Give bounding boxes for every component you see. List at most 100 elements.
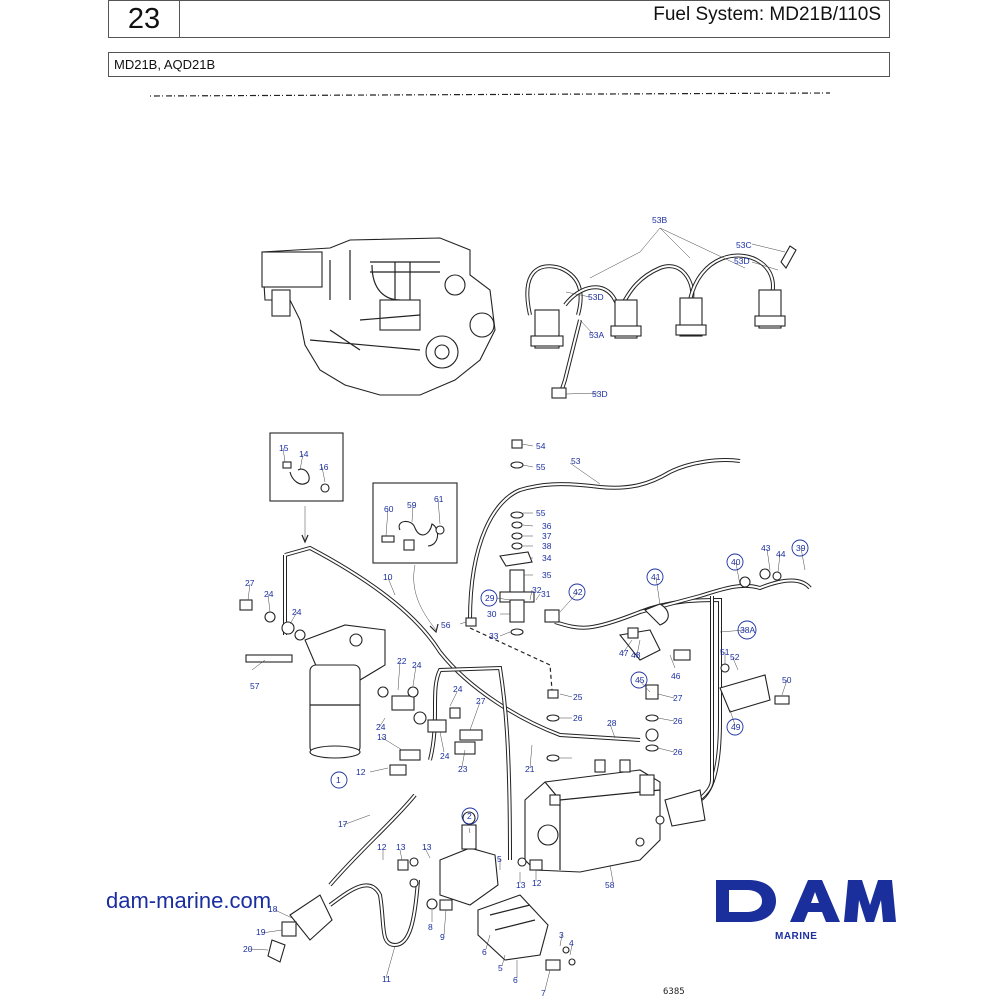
callout-15: 15 bbox=[279, 443, 289, 453]
callout-53d: 53D bbox=[588, 292, 604, 302]
drawing-code: 6385 bbox=[663, 987, 685, 997]
callout-58: 58 bbox=[605, 880, 615, 890]
callout-53d: 53D bbox=[592, 389, 608, 399]
callout-25: 25 bbox=[573, 692, 583, 702]
page-number-box: 23 bbox=[108, 0, 180, 38]
callout-33: 33 bbox=[489, 631, 499, 641]
callout-51: 51 bbox=[720, 647, 730, 657]
callout-53d: 53D bbox=[734, 256, 750, 266]
model-list: MD21B, AQD21B bbox=[114, 57, 216, 72]
callout-38a: 38A bbox=[740, 625, 755, 635]
callout-53b: 53B bbox=[652, 215, 667, 225]
callout-26: 26 bbox=[573, 713, 583, 723]
callout-6: 6 bbox=[513, 975, 518, 985]
callout-circles bbox=[330, 539, 809, 825]
feed-pump-and-primer bbox=[397, 811, 576, 971]
callout-1: 1 bbox=[336, 775, 341, 785]
callout-3: 3 bbox=[559, 930, 564, 940]
callout-24: 24 bbox=[292, 607, 302, 617]
callout-46: 46 bbox=[671, 671, 681, 681]
injection-pump bbox=[524, 684, 661, 873]
callout-29: 29 bbox=[485, 593, 495, 603]
callout-53a: 53A bbox=[589, 330, 604, 340]
callout-55: 55 bbox=[536, 508, 546, 518]
inlet-fitting bbox=[267, 894, 333, 963]
callout-37: 37 bbox=[542, 531, 552, 541]
callout-56: 56 bbox=[441, 620, 451, 630]
callout-18: 18 bbox=[268, 904, 278, 914]
callout-24: 24 bbox=[376, 722, 386, 732]
callout-32: 32 bbox=[532, 585, 542, 595]
callout-23: 23 bbox=[458, 764, 468, 774]
bleed-valve-assembly bbox=[465, 439, 560, 636]
callout-17: 17 bbox=[338, 819, 348, 829]
callout-12: 12 bbox=[532, 878, 542, 888]
callout-60: 60 bbox=[384, 504, 394, 514]
scan-rule bbox=[149, 92, 831, 97]
callout-6: 6 bbox=[482, 947, 487, 957]
unions-and-fittings bbox=[377, 686, 483, 776]
callout-41: 41 bbox=[651, 572, 661, 582]
inset-box-clamp bbox=[269, 432, 344, 502]
callout-19: 19 bbox=[256, 927, 266, 937]
callout-10: 10 bbox=[383, 572, 393, 582]
callout-34: 34 bbox=[542, 553, 552, 563]
fuel-filter bbox=[239, 599, 386, 759]
callout-22: 22 bbox=[397, 656, 407, 666]
callout-57: 57 bbox=[250, 681, 260, 691]
callout-13: 13 bbox=[396, 842, 406, 852]
callout-26: 26 bbox=[673, 716, 683, 726]
callout-39: 39 bbox=[796, 543, 806, 553]
site-link[interactable]: dam-marine.com bbox=[106, 888, 272, 913]
callout-12: 12 bbox=[377, 842, 387, 852]
callout-35: 35 bbox=[542, 570, 552, 580]
inset-bracket-parts bbox=[381, 520, 445, 634]
callout-45: 45 bbox=[635, 675, 645, 685]
callout-47: 47 bbox=[619, 648, 629, 658]
callout-13: 13 bbox=[516, 880, 526, 890]
page-title: Fuel System: MD21B/110S bbox=[653, 4, 881, 25]
callout-11: 11 bbox=[382, 974, 391, 984]
callout-24: 24 bbox=[412, 660, 422, 670]
callout-36: 36 bbox=[542, 521, 552, 531]
callout-labels: 53B 53C 53D 53D 53A 53D 54 55 5 3 55 36 3… bbox=[243, 215, 806, 998]
callout-16: 16 bbox=[319, 462, 329, 472]
callout-27: 27 bbox=[673, 693, 683, 703]
callout-52: 52 bbox=[730, 652, 740, 662]
callout-2: 2 bbox=[467, 811, 472, 821]
callout-28: 28 bbox=[607, 718, 617, 728]
callout-13: 13 bbox=[377, 732, 387, 742]
engine-sketch bbox=[261, 237, 496, 396]
callout-26: 26 bbox=[673, 747, 683, 757]
callout-50: 50 bbox=[782, 675, 792, 685]
right-side-parts bbox=[618, 568, 790, 847]
callout-27: 27 bbox=[245, 578, 255, 588]
callout-48: 48 bbox=[631, 650, 641, 660]
callout-8: 8 bbox=[428, 922, 433, 932]
callout-21: 21 bbox=[525, 764, 535, 774]
callout-31: 31 bbox=[541, 589, 551, 599]
callout-14: 14 bbox=[299, 449, 309, 459]
callout-5: 5 bbox=[498, 963, 503, 973]
model-box: MD21B, AQD21B bbox=[108, 52, 890, 77]
leader-lines bbox=[247, 227, 806, 991]
callout-12: 12 bbox=[356, 767, 366, 777]
dam-logo bbox=[716, 880, 896, 922]
callout-24: 24 bbox=[453, 684, 463, 694]
callout-61: 61 bbox=[434, 494, 444, 504]
callout-49: 49 bbox=[731, 722, 741, 732]
callout-7: 7 bbox=[541, 988, 546, 998]
callout-55: 55 bbox=[536, 462, 546, 472]
callout-30: 30 bbox=[487, 609, 497, 619]
callout-38: 38 bbox=[542, 541, 552, 551]
inset-clamp-parts bbox=[282, 461, 330, 544]
callout-54: 54 bbox=[536, 441, 546, 451]
callout-53c: 53C bbox=[736, 240, 752, 250]
inset-box-bracket bbox=[372, 482, 458, 564]
callout-40: 40 bbox=[731, 557, 741, 567]
callout-27: 27 bbox=[476, 696, 486, 706]
title-box: Fuel System: MD21B/110S bbox=[180, 0, 890, 38]
callout-59: 59 bbox=[407, 500, 417, 510]
injector-pipes-top bbox=[525, 245, 797, 399]
callout-42: 42 bbox=[573, 587, 583, 597]
